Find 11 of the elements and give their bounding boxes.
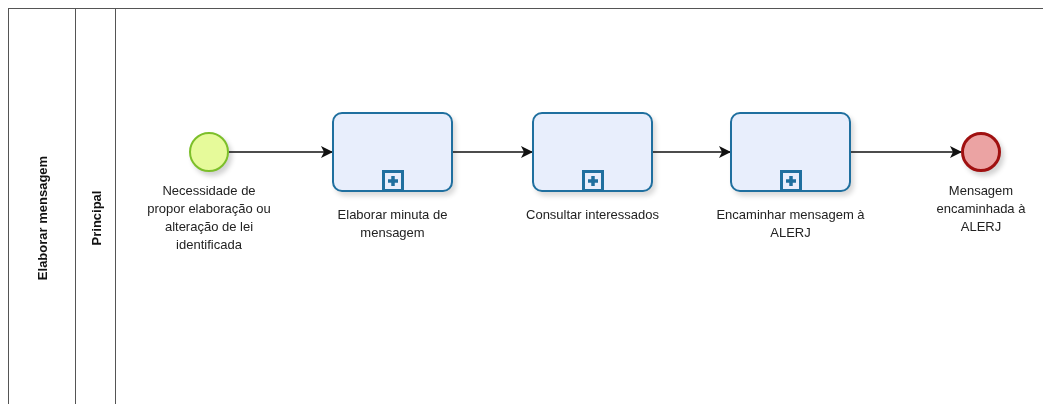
sequence-flow-arrow <box>652 146 731 158</box>
node-label: Elaborar minuta de mensagem <box>336 206 449 242</box>
lane-title: Principal <box>88 190 103 246</box>
sequence-flow-arrow <box>850 146 962 158</box>
node-label: Consultar interessados <box>526 206 659 224</box>
pool-title: Elaborar mensagem <box>34 155 50 281</box>
node-label: Necessidade de propor elaboração ou alteração de lei identificada <box>146 182 272 254</box>
sequence-flow-arrow <box>452 146 533 158</box>
sequence-flow-arrow <box>228 146 333 158</box>
node-label: Encaminhar mensagem à ALERJ <box>715 206 866 242</box>
node-label: Mensagem encaminhada à ALERJ <box>935 182 1027 236</box>
